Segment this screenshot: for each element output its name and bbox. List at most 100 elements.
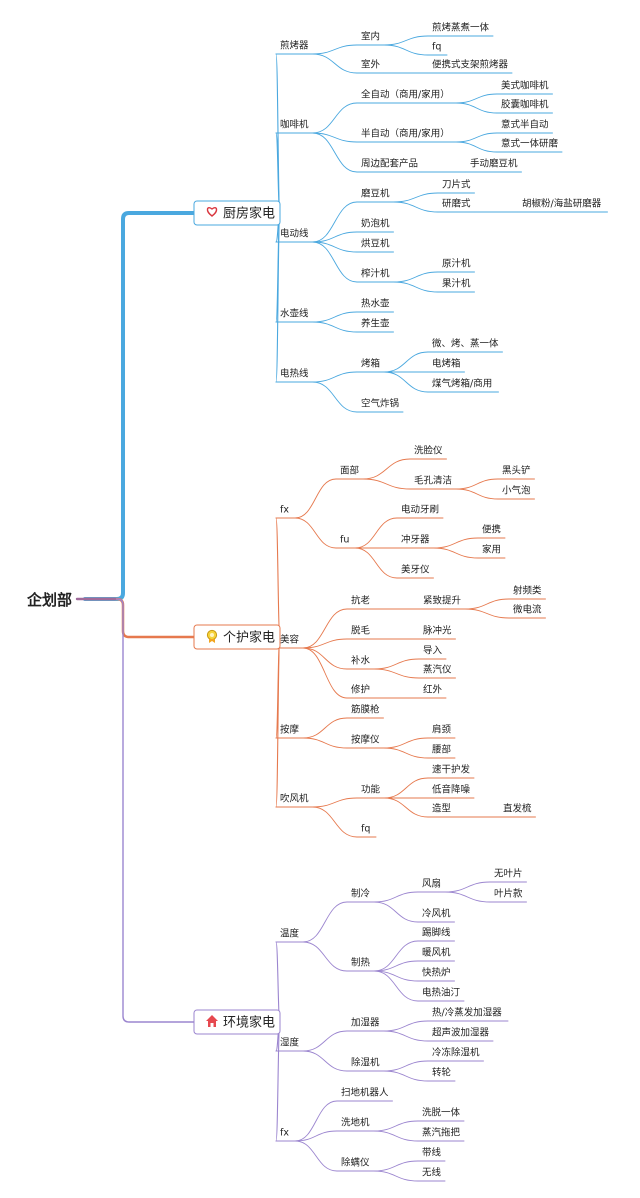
item-node-0-2-0-1[interactable]: 研磨式 xyxy=(442,198,471,210)
topic-node-0-3-1[interactable]: 养生壶 xyxy=(361,318,390,330)
item-node-2-0-1-0[interactable]: 踢脚线 xyxy=(422,927,451,939)
leaf-node-1-3-0-2-0[interactable]: 直发梳 xyxy=(503,803,532,815)
item-node-1-3-0-2[interactable]: 造型 xyxy=(432,803,452,815)
topic-node-1-1-3[interactable]: 修护 xyxy=(351,684,370,696)
item-node-0-1-1-0[interactable]: 意式半自动 xyxy=(501,119,549,131)
topic-node-0-1-1[interactable]: 半自动（商用/家用） xyxy=(361,128,450,140)
topic-node-1-2-0[interactable]: 筋膜枪 xyxy=(351,704,380,716)
leaf-node-2-0-0-0-0[interactable]: 无叶片 xyxy=(494,868,523,880)
item-node-0-4-0-1[interactable]: 电烤箱 xyxy=(432,358,461,370)
topic-node-2-1-1[interactable]: 除湿机 xyxy=(351,1057,380,1069)
item-node-1-1-3-0[interactable]: 红外 xyxy=(423,684,443,696)
item-node-2-1-1-0[interactable]: 冷冻除湿机 xyxy=(432,1047,480,1059)
branch-node-0-2[interactable]: 电动线 xyxy=(280,228,309,240)
topic-node-0-4-0[interactable]: 烤箱 xyxy=(361,358,380,370)
topic-node-1-0-1[interactable]: fu xyxy=(340,535,349,546)
branch-node-1-3[interactable]: 吹风机 xyxy=(280,793,309,805)
category-box-1[interactable] xyxy=(193,624,281,650)
topic-node-2-0-1[interactable]: 制热 xyxy=(351,957,371,969)
item-node-2-0-1-3[interactable]: 电热油汀 xyxy=(422,987,461,999)
branch-node-2-1[interactable]: 湿度 xyxy=(280,1037,300,1049)
item-node-1-0-1-0[interactable]: 电动牙刷 xyxy=(401,504,439,516)
item-node-0-2-0-0[interactable]: 刀片式 xyxy=(442,179,471,191)
branch-node-0-3[interactable]: 水壶线 xyxy=(280,308,309,320)
topic-node-2-2-2[interactable]: 除螨仪 xyxy=(341,1157,370,1169)
item-node-0-4-0-0[interactable]: 微、烤、蒸一体 xyxy=(432,338,499,350)
item-node-1-0-0-0[interactable]: 洗脸仪 xyxy=(414,445,443,457)
item-node-1-3-0-1[interactable]: 低音降噪 xyxy=(432,784,471,796)
category-node-2[interactable]: 环境家电 xyxy=(223,1015,275,1031)
topic-node-0-1-0[interactable]: 全自动（商用/家用） xyxy=(361,89,450,101)
item-node-2-1-1-1[interactable]: 转轮 xyxy=(432,1067,452,1079)
leaf-node-0-2-0-1-0[interactable]: 胡椒粉/海盐研磨器 xyxy=(522,198,602,210)
item-node-2-2-2-0[interactable]: 带线 xyxy=(422,1147,442,1159)
topic-node-0-1-2[interactable]: 周边配套产品 xyxy=(361,158,418,170)
item-node-2-1-0-0[interactable]: 热/冷蒸发加湿器 xyxy=(432,1007,502,1019)
topic-node-0-2-1[interactable]: 奶泡机 xyxy=(361,218,390,230)
topic-node-1-1-2[interactable]: 补水 xyxy=(351,655,371,667)
branch-node-2-2[interactable]: fx xyxy=(280,1128,289,1139)
item-node-2-0-1-2[interactable]: 快热炉 xyxy=(422,967,451,979)
leaf-node-1-1-0-0-0[interactable]: 射频类 xyxy=(513,585,542,597)
item-node-0-0-1-0[interactable]: 便携式支架煎烤器 xyxy=(432,59,509,71)
item-node-2-1-0-1[interactable]: 超声波加湿器 xyxy=(432,1027,490,1039)
item-node-2-0-0-0[interactable]: 风扇 xyxy=(422,878,441,890)
leaf-node-1-1-0-0-1[interactable]: 微电流 xyxy=(513,604,542,616)
topic-node-2-2-1[interactable]: 洗地机 xyxy=(341,1117,370,1129)
category-box-2[interactable] xyxy=(193,1009,281,1035)
item-node-2-2-2-1[interactable]: 无线 xyxy=(422,1167,442,1179)
branch-node-0-1[interactable]: 咖啡机 xyxy=(280,119,309,131)
item-node-0-2-3-1[interactable]: 果汁机 xyxy=(442,278,471,290)
leaf-node-1-0-0-1-0[interactable]: 黑头铲 xyxy=(502,465,531,477)
topic-node-1-1-1[interactable]: 脱毛 xyxy=(351,625,371,637)
topic-node-1-0-0[interactable]: 面部 xyxy=(340,465,359,477)
topic-node-0-0-1[interactable]: 室外 xyxy=(361,59,381,71)
item-node-1-0-0-1[interactable]: 毛孔清洁 xyxy=(414,475,452,487)
item-node-2-0-0-1[interactable]: 冷风机 xyxy=(422,908,451,920)
category-node-0[interactable]: 厨房家电 xyxy=(223,206,275,222)
topic-node-2-1-0[interactable]: 加湿器 xyxy=(351,1018,380,1029)
item-node-2-2-1-1[interactable]: 蒸汽拖把 xyxy=(422,1127,461,1139)
item-node-0-1-1-1[interactable]: 意式一体研磨 xyxy=(501,138,559,150)
topic-node-0-2-3[interactable]: 榨汁机 xyxy=(361,268,390,280)
category-node-1[interactable]: 个护家电 xyxy=(223,630,275,646)
item-node-1-2-1-1[interactable]: 腰部 xyxy=(432,744,451,756)
item-node-1-1-1-0[interactable]: 脉冲光 xyxy=(423,625,452,637)
topic-node-1-2-1[interactable]: 按摩仪 xyxy=(351,734,380,746)
item-node-0-2-3-0[interactable]: 原汁机 xyxy=(442,258,471,270)
item-node-1-2-1-0[interactable]: 肩颈 xyxy=(432,724,452,736)
branch-node-1-2[interactable]: 按摩 xyxy=(280,724,300,736)
item-node-1-1-2-1[interactable]: 蒸汽仪 xyxy=(423,664,452,676)
category-box-0[interactable] xyxy=(193,200,281,226)
item-node-0-0-0-1[interactable]: fq xyxy=(432,42,441,53)
topic-node-0-0-0[interactable]: 室内 xyxy=(361,31,380,43)
item-node-0-1-0-1[interactable]: 胶囊咖啡机 xyxy=(501,99,549,111)
item-node-0-1-0-0[interactable]: 美式咖啡机 xyxy=(501,80,549,92)
branch-node-1-1[interactable]: 美容 xyxy=(280,634,300,646)
item-node-2-0-1-1[interactable]: 暖风机 xyxy=(422,947,451,959)
item-node-1-3-0-0[interactable]: 速干护发 xyxy=(432,764,471,776)
root-node[interactable]: 企划部 xyxy=(26,591,72,609)
item-node-2-2-1-0[interactable]: 洗脱一体 xyxy=(422,1107,461,1119)
item-node-1-0-1-1[interactable]: 冲牙器 xyxy=(401,534,430,546)
item-node-1-1-0-0[interactable]: 紧致提升 xyxy=(423,595,462,607)
item-node-1-0-1-2[interactable]: 美牙仪 xyxy=(401,564,430,576)
item-node-0-1-2-0[interactable]: 手动磨豆机 xyxy=(470,158,518,170)
topic-node-0-2-2[interactable]: 烘豆机 xyxy=(361,238,390,250)
topic-node-1-3-0[interactable]: 功能 xyxy=(361,784,381,796)
topic-node-1-1-0[interactable]: 抗老 xyxy=(351,595,371,607)
branch-node-0-4[interactable]: 电热线 xyxy=(280,368,309,380)
item-node-0-4-0-2[interactable]: 煤气烤箱/商用 xyxy=(432,378,492,390)
item-node-1-1-2-0[interactable]: 导入 xyxy=(423,646,443,657)
leaf-node-1-0-1-1-1[interactable]: 家用 xyxy=(482,544,501,556)
topic-node-0-3-0[interactable]: 热水壶 xyxy=(361,298,390,310)
leaf-node-2-0-0-0-1[interactable]: 叶片款 xyxy=(494,888,523,900)
topic-node-1-3-1[interactable]: fq xyxy=(361,824,370,835)
topic-node-2-0-0[interactable]: 制冷 xyxy=(351,888,371,900)
topic-node-0-2-0[interactable]: 磨豆机 xyxy=(361,188,390,200)
topic-node-2-2-0[interactable]: 扫地机器人 xyxy=(341,1087,389,1099)
item-node-0-0-0-0[interactable]: 煎烤蒸煮一体 xyxy=(432,22,490,34)
branch-node-0-0[interactable]: 煎烤器 xyxy=(280,40,309,52)
topic-node-0-4-1[interactable]: 空气炸锅 xyxy=(361,398,399,410)
branch-node-2-0[interactable]: 温度 xyxy=(280,928,300,940)
